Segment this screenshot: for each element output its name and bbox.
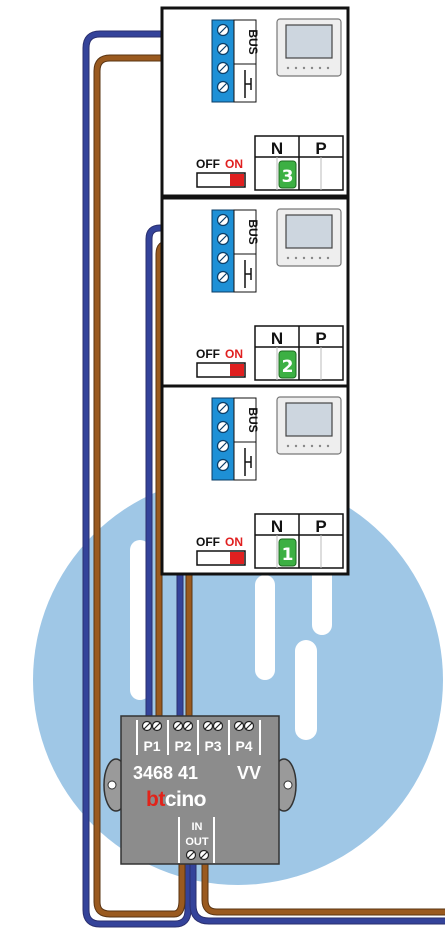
output-wire-brown xyxy=(202,782,445,915)
switch-on-label: ON xyxy=(225,535,243,549)
bus-wire-brown xyxy=(94,55,222,917)
port-label-p3: P3 xyxy=(204,738,221,754)
configurator-badge xyxy=(278,160,297,189)
switch-lever xyxy=(230,364,244,376)
switch-on-label: ON xyxy=(225,347,243,361)
configurator-n-label: N xyxy=(271,517,283,536)
monitor-screen xyxy=(285,214,333,249)
switch-on-label: ON xyxy=(225,157,243,171)
background-stripe xyxy=(130,540,150,700)
unit2-wire-blue xyxy=(146,225,222,721)
model-number: 3468 41 xyxy=(133,763,198,783)
indoor-unit-2: BUS N P 2 OFF ON xyxy=(160,196,350,388)
bus-label: BUS xyxy=(246,219,260,244)
switch-off-label: OFF xyxy=(196,347,220,361)
background-stripe xyxy=(255,575,275,680)
switch-off-label: OFF xyxy=(196,157,220,171)
configurator-p-label: P xyxy=(315,329,326,348)
configurator-n-label: N xyxy=(271,329,283,348)
port-label-p4: P4 xyxy=(235,738,252,754)
in-label: IN xyxy=(192,821,203,833)
interface-body xyxy=(120,715,280,865)
bus-riser-wires xyxy=(82,30,445,928)
interface-module: P1 P2 P3 P4 3468 41 VV btcino IN OUT xyxy=(103,715,297,865)
out-label: OUT xyxy=(185,836,209,848)
brand-logo: btcino xyxy=(146,788,206,811)
configurator-p-label: P xyxy=(315,139,326,158)
switch-off-label: OFF xyxy=(196,535,220,549)
configurator-badge xyxy=(278,350,297,379)
monitor-screen xyxy=(285,24,333,59)
brand-prefix: bt xyxy=(146,788,165,811)
bus-wire-blue xyxy=(83,31,222,927)
configurator-number: 1 xyxy=(282,545,294,565)
mounting-hole-left xyxy=(107,780,117,790)
configurator-p-label: P xyxy=(315,517,326,536)
port-label-p2: P2 xyxy=(174,738,191,754)
port-dividers xyxy=(136,720,261,755)
bus-label: BUS xyxy=(246,29,260,54)
switch-lever xyxy=(230,552,244,564)
monitor-screen xyxy=(285,402,333,437)
mounting-hole-right xyxy=(283,780,293,790)
configurator-number: 2 xyxy=(282,357,294,377)
output-wire-blue xyxy=(190,782,445,924)
brand-suffix: cino xyxy=(165,788,206,811)
model-suffix: VV xyxy=(237,763,261,783)
configurator-badge xyxy=(278,538,297,567)
configurator-n-label: N xyxy=(271,139,283,158)
background-stripe xyxy=(295,640,317,740)
indoor-unit-1: BUS N P 1 OFF ON xyxy=(160,384,350,576)
indoor-unit-3: BUS N P 3 OFF ON xyxy=(160,6,350,198)
configurator-number: 3 xyxy=(282,167,294,187)
bus-label: BUS xyxy=(246,407,260,432)
port-label-p1: P1 xyxy=(143,738,160,754)
switch-lever xyxy=(230,174,244,186)
